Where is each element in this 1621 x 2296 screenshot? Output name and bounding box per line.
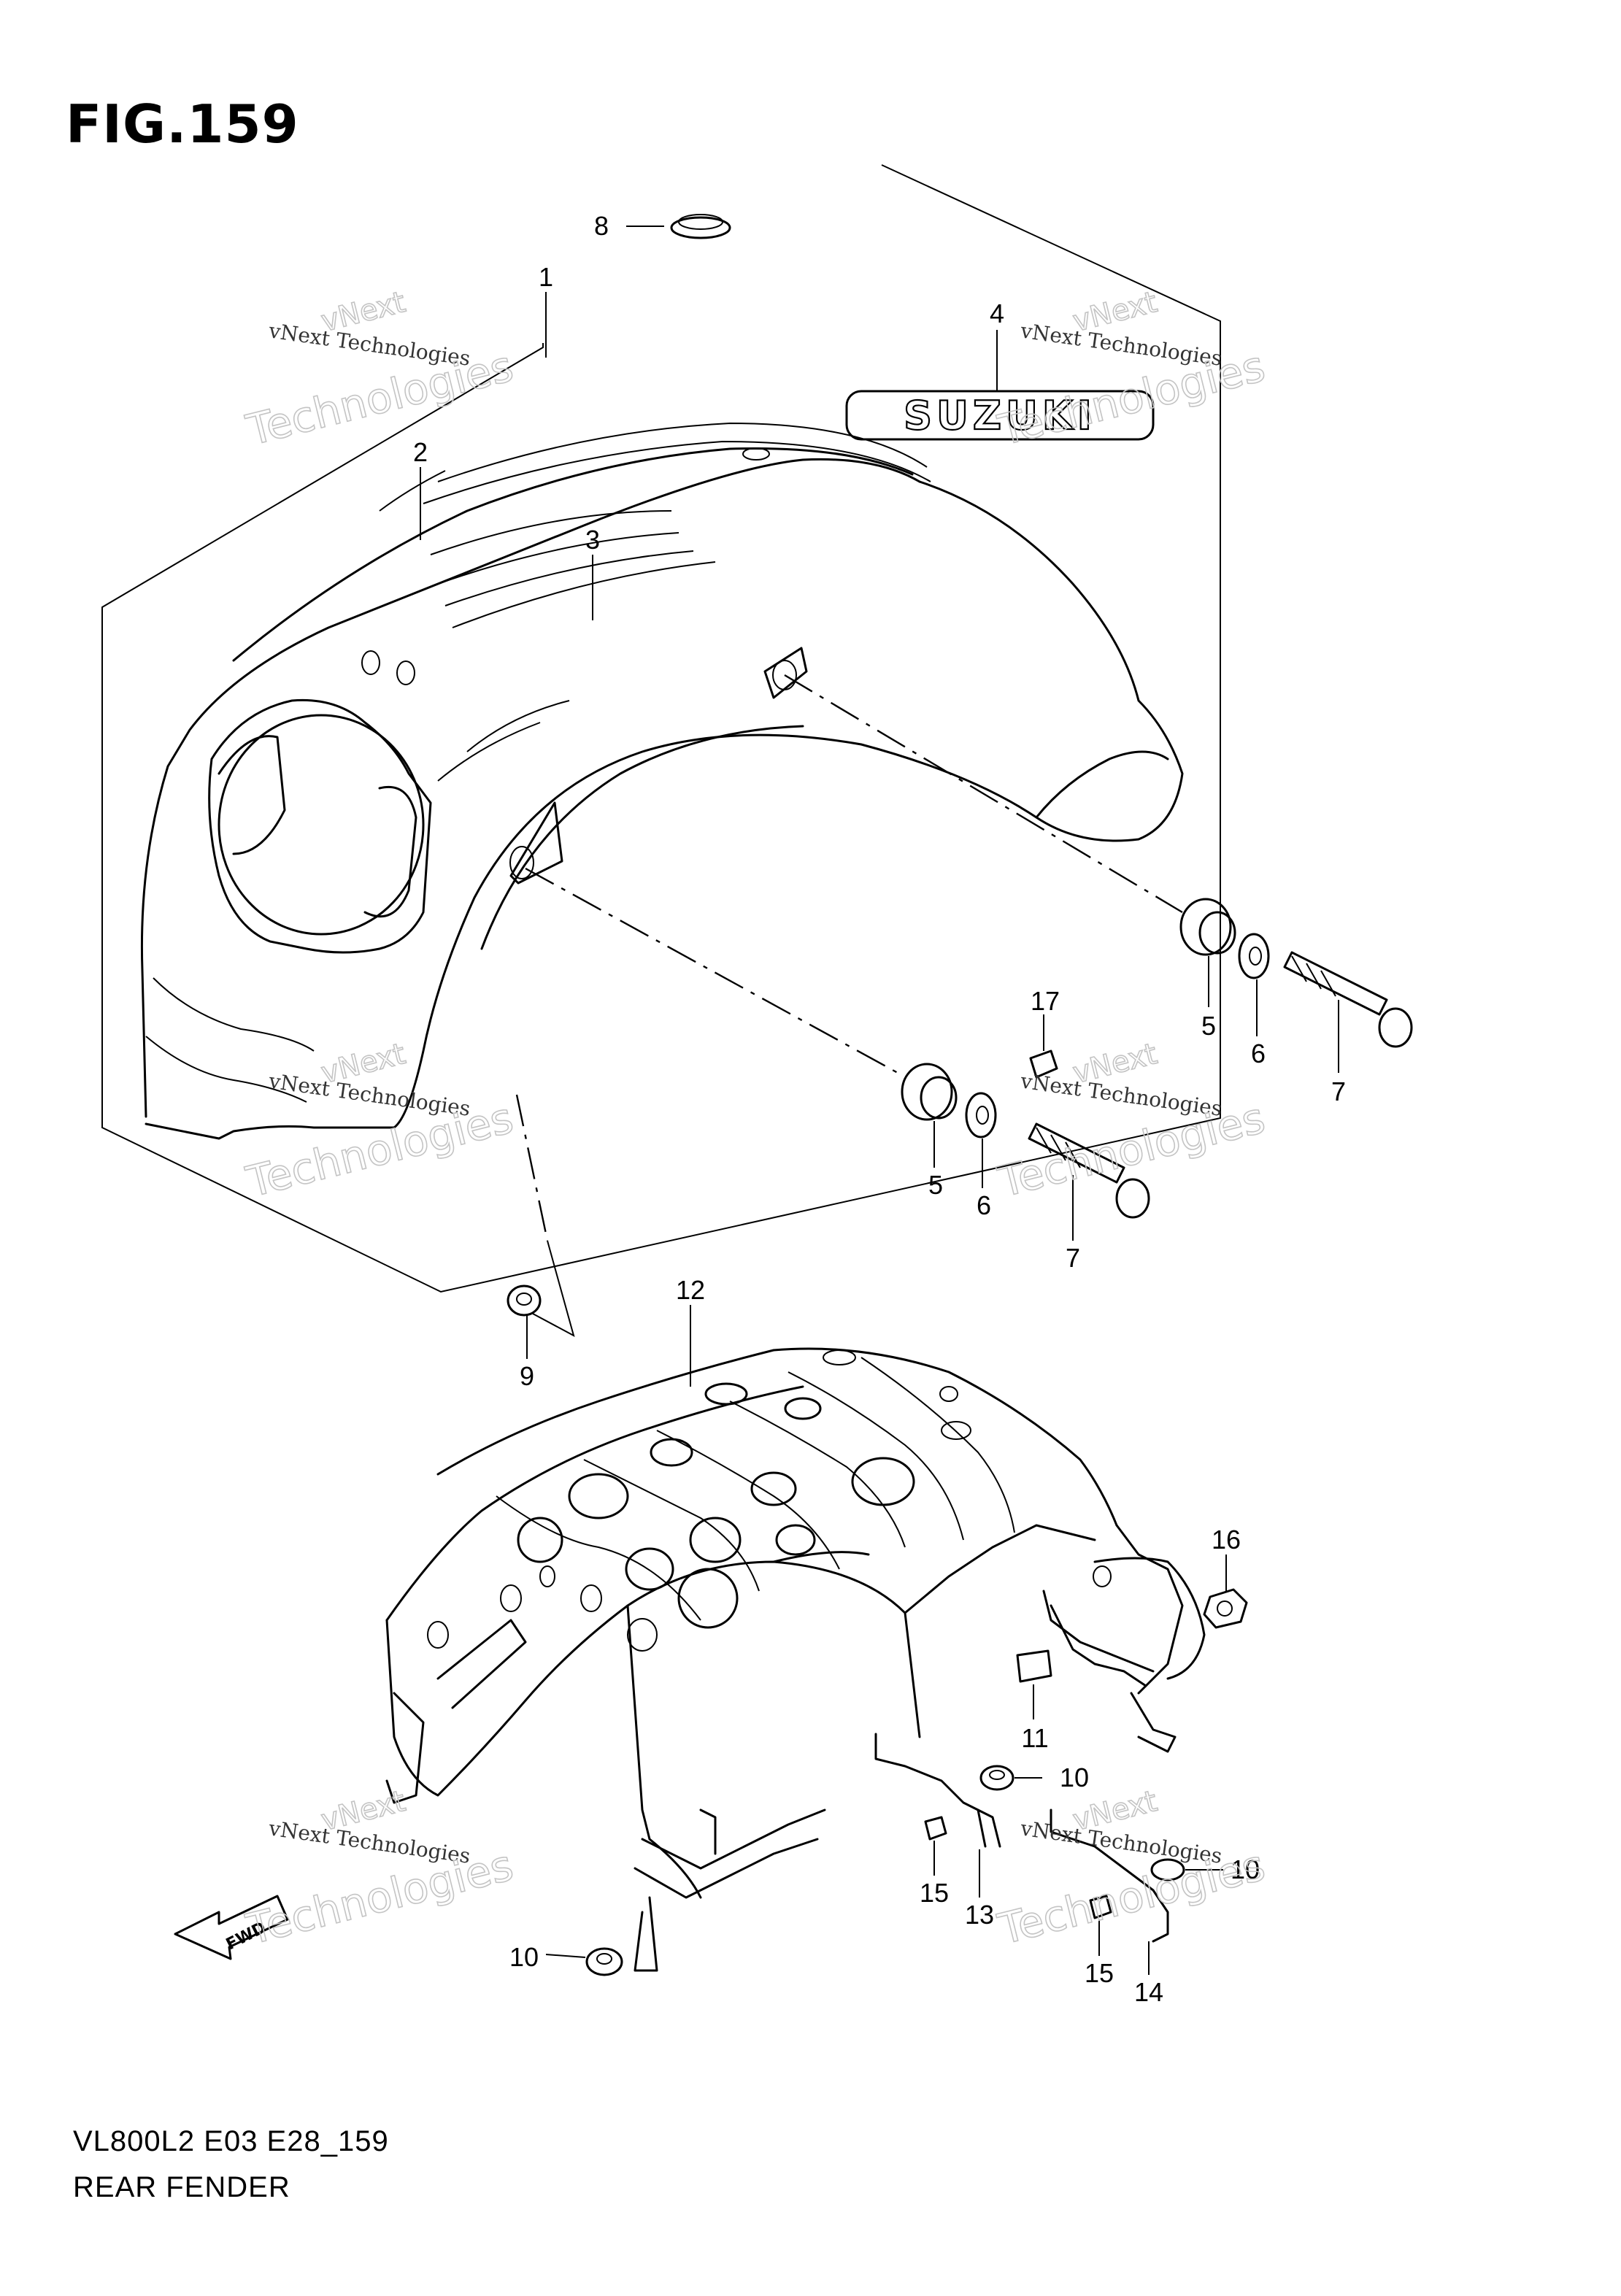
watermark-top-right: vNext vNext Technologies Technologies <box>993 285 1271 455</box>
clip-nut-part-10-lower[interactable] <box>585 1947 623 1976</box>
callout-7-lower: 7 <box>1066 1243 1080 1273</box>
license-wire-part-14[interactable] <box>1050 1808 1169 1943</box>
callout-10-right: 10 <box>1060 1763 1089 1792</box>
callout-7-upper: 7 <box>1331 1076 1346 1106</box>
callout-10-middle: 10 <box>1231 1854 1260 1884</box>
callout-5-lower: 5 <box>928 1170 943 1200</box>
nut-part-9[interactable] <box>507 1284 542 1317</box>
bolt-part-7-lower[interactable] <box>1028 1122 1150 1219</box>
leader-lines <box>420 226 1339 1975</box>
callout-6-upper: 6 <box>1251 1039 1266 1068</box>
callout-17: 17 <box>1031 986 1060 1016</box>
callout-15-right: 15 <box>1085 1958 1114 1988</box>
svg-text:Technologies: Technologies <box>993 1840 1270 1954</box>
suzuki-emblem-part[interactable]: SUZUKI <box>845 390 1155 441</box>
callout-5-upper: 5 <box>1201 1011 1216 1041</box>
axis-line-bracket <box>532 1240 575 1337</box>
grommet-part-8[interactable] <box>670 214 731 239</box>
callout-10-lower: 10 <box>509 1942 539 1972</box>
callout-labels: 8 1 4 2 3 5 6 7 17 5 6 7 9 12 16 11 10 1… <box>413 211 1346 2007</box>
watermark-middle-right: vNext vNext Technologies Technologies <box>993 1036 1271 1207</box>
callout-2: 2 <box>413 437 428 467</box>
callout-6-lower: 6 <box>977 1190 991 1220</box>
svg-text:Technologies: Technologies <box>242 1840 518 1954</box>
nut-part-16[interactable] <box>1203 1588 1248 1629</box>
figure-title: FIG.159 <box>66 93 299 155</box>
screw-part-15-right[interactable] <box>1089 1895 1112 1919</box>
kit-outline <box>101 164 1221 1293</box>
emblem-text: SUZUKI <box>904 393 1096 439</box>
spacer-part-5-upper[interactable] <box>1179 898 1236 956</box>
callout-1: 1 <box>539 262 553 292</box>
bolt-part-7-upper[interactable] <box>1283 951 1413 1048</box>
callout-16: 16 <box>1212 1525 1241 1555</box>
figure-name: REAR FENDER <box>73 2171 290 2203</box>
watermark-bottom-right: vNext vNext Technologies Technologies <box>993 1784 1271 1954</box>
callout-13: 13 <box>965 1900 994 1930</box>
watermark-top-left: vNext vNext Technologies Technologies <box>241 285 519 455</box>
fender-bracket-part[interactable] <box>385 1347 1206 1972</box>
svg-text:Technologies: Technologies <box>993 1093 1270 1206</box>
clip-nut-part-10-right[interactable] <box>979 1765 1014 1791</box>
callout-14: 14 <box>1134 1977 1163 2007</box>
screw-part-15-left[interactable] <box>924 1816 947 1841</box>
callout-11: 11 <box>1021 1723 1048 1753</box>
callout-4: 4 <box>990 298 1004 328</box>
callout-12: 12 <box>676 1275 705 1305</box>
callout-3: 3 <box>585 525 600 555</box>
svg-text:Technologies: Technologies <box>993 341 1270 455</box>
nut-part-17[interactable] <box>1029 1049 1058 1079</box>
axis-line-upper <box>784 674 1183 914</box>
reflector-part-11[interactable] <box>1016 1649 1052 1683</box>
figure-code: VL800L2 E03 E28_159 <box>73 2125 389 2157</box>
watermark-bottom-left: vNext vNext Technologies Technologies <box>241 1784 519 1954</box>
callout-8: 8 <box>594 211 609 241</box>
axis-line-nut <box>515 1094 549 1241</box>
callout-9: 9 <box>520 1361 534 1391</box>
washer-part-6-upper[interactable] <box>1238 933 1270 979</box>
watermark-middle-left: vNext vNext Technologies Technologies <box>241 1036 519 1207</box>
svg-text:Technologies: Technologies <box>242 1093 518 1206</box>
callout-15-left: 15 <box>920 1878 949 1908</box>
svg-text:Technologies: Technologies <box>242 341 518 455</box>
rear-fender-part[interactable] <box>140 422 1184 1140</box>
spacer-part-5-lower[interactable] <box>901 1063 958 1121</box>
license-wire-part-13[interactable] <box>874 1733 1001 1848</box>
axis-line-lower <box>525 867 898 1074</box>
washer-part-6-lower[interactable] <box>965 1092 997 1139</box>
clip-nut-part-10-middle[interactable] <box>1150 1858 1185 1881</box>
